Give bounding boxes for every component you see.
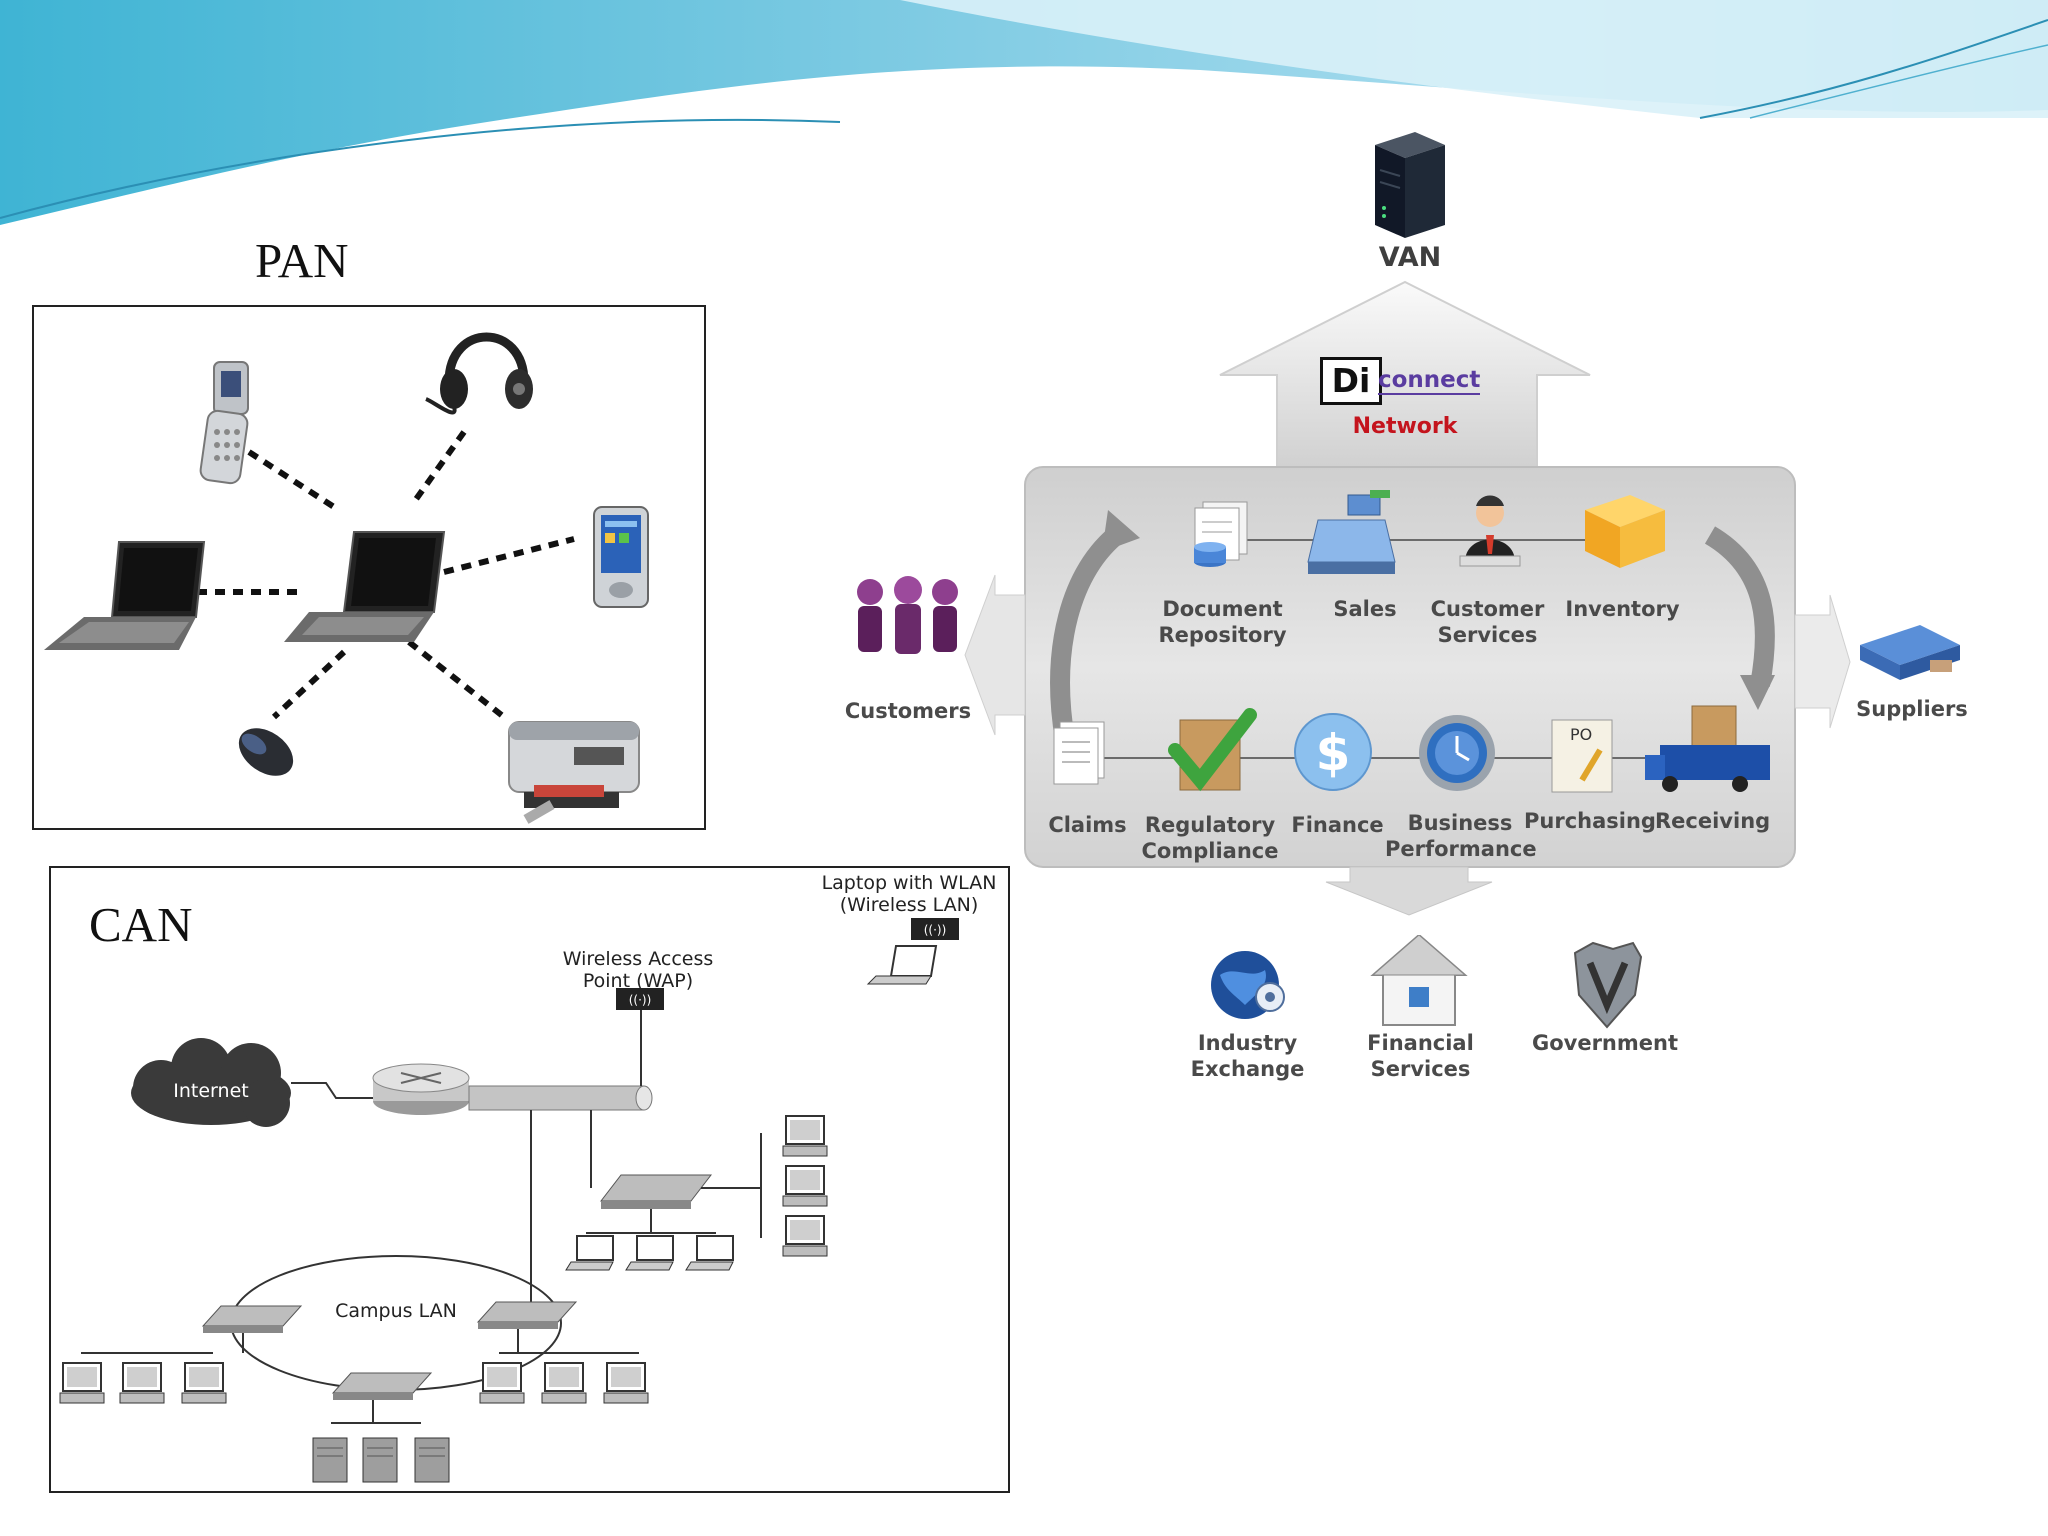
van-title: VAN [1378,242,1442,273]
pc-icon [181,1362,227,1404]
suppliers-network-icon [1860,625,1960,680]
wap-label: Wireless Access Point (WAP) [562,948,714,992]
header-wave-banner [0,0,2048,225]
pan-diagram-panel [32,305,706,830]
pc-icon [782,1115,828,1157]
van-network-diagram: $ PO [857,280,1960,916]
network-label: Network [1352,414,1458,439]
can-diagram: ((·)) ((·)) [81,918,959,1424]
pc-icon [603,1362,649,1404]
customers-label: Customers [844,699,972,723]
customers-people-icon [857,576,958,654]
wlan-laptop-icon [866,918,959,985]
pc-icon [541,1362,587,1404]
headset-icon [425,332,533,415]
pan-diagram [44,332,649,824]
pc-icon [782,1215,828,1257]
wlan-badge: ((·)) [924,923,947,937]
center-laptop-icon [284,531,446,642]
van-top-label-customer-services: Customer Services [1430,597,1545,647]
campus-switch-left-icon [201,1305,303,1333]
can-diagram-panel: ((·)) ((·)) [49,866,1010,1493]
van-top-label-sales: Sales [1333,597,1397,621]
van-output-label-financial-services: Financial Services [1367,1031,1474,1081]
van-top-label-document-repository: Document Repository [1158,597,1287,647]
upper-switch-icon [599,1174,713,1209]
receiving-truck-icon [1645,705,1770,792]
van-output-label-industry-exchange: Industry Exchange [1190,1031,1305,1081]
pda-icon [593,506,649,608]
pc-icon [479,1362,525,1404]
laptop-icon [685,1235,734,1271]
business-performance-clock-icon [1419,715,1495,791]
suppliers-label: Suppliers [1856,697,1968,721]
wlan-laptop-label: Laptop with WLAN (Wireless LAN) [821,872,997,916]
finance-dollar-glyph: $ [1316,724,1351,782]
industry-exchange-globe-icon [1211,951,1285,1019]
van-output-label-government: Government [1531,1031,1678,1055]
printer-icon [508,721,640,824]
mouse-icon [238,728,294,776]
van-bottom-label-business-performance: Business Performance [1385,811,1537,861]
server-icon [362,1437,398,1483]
pc-icon [119,1362,165,1404]
pc-icon [782,1165,828,1207]
logo-di-box: Di [1320,357,1382,405]
van-bottom-label-finance: Finance [1291,813,1384,837]
claims-document-icon [1053,721,1105,785]
sales-register-icon [1307,490,1396,574]
van-bottom-label-receiving: Receiving [1655,809,1771,833]
diconnect-logo: Di connect [1320,357,1495,405]
customer-services-icon [1459,495,1521,567]
flip-phone-icon [199,361,249,485]
regulatory-compliance-icon [1168,708,1257,792]
inventory-box-icon [1585,495,1665,568]
wap-badge: ((·)) [629,993,652,1007]
finance-dollar-icon: $ [1294,713,1372,791]
van-top-label-inventory: Inventory [1565,597,1680,621]
server-icon [414,1437,450,1483]
purchasing-po-glyph: PO [1570,725,1592,744]
campus-switch-right-icon [476,1301,578,1329]
internet-cloud-icon [131,1038,291,1127]
van-output-icons [1211,935,1643,1029]
campus-lan-label: Campus LAN [335,1300,457,1322]
van-bottom-label-claims: Claims [1048,813,1127,837]
financial-services-house-icon [1370,935,1468,1026]
pc-icon [59,1362,105,1404]
government-shield-icon [1573,941,1643,1029]
van-server-icon [1375,132,1445,238]
laptop-icon [565,1235,614,1271]
server-icon [312,1437,348,1483]
laptop-icon [625,1235,674,1271]
purchasing-po-icon: PO [1551,719,1613,793]
logo-connect-text: connect [1378,367,1481,395]
can-title: CAN [89,897,193,952]
router-icon [372,1063,470,1115]
left-laptop-icon [44,541,206,650]
document-repository-icon [1194,501,1248,567]
campus-switch-bottom-icon [331,1372,433,1400]
wap-icon [616,988,664,1010]
pan-title: PAN [255,233,349,288]
internet-label: Internet [173,1080,249,1102]
van-bottom-label-purchasing: Purchasing [1524,809,1656,833]
van-bottom-label-regulatory-compliance: Regulatory Compliance [1141,813,1279,863]
